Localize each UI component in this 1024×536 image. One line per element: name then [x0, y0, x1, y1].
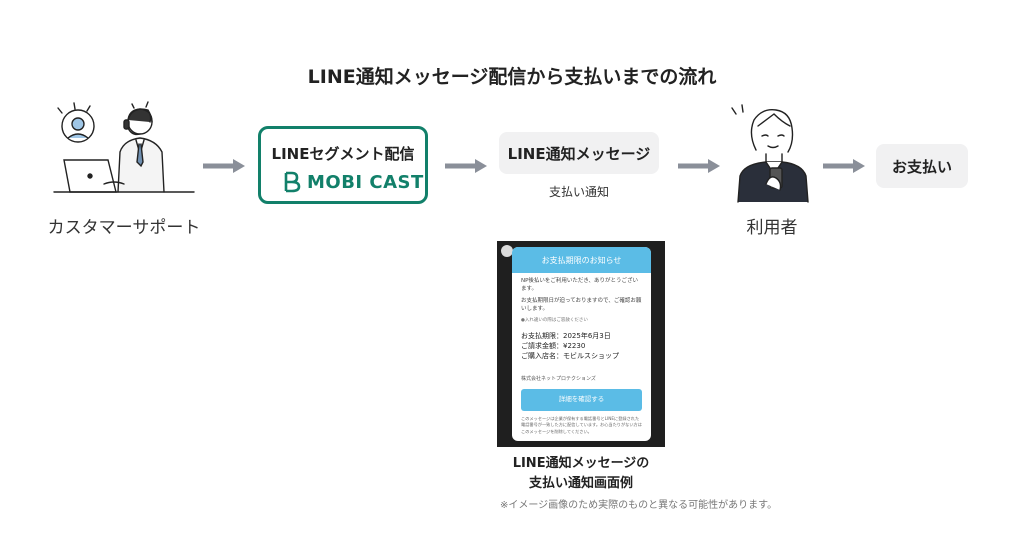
payment-box: お支払い	[876, 144, 968, 188]
card-text: NP後払いをご利用いただき、ありがとうございます。	[521, 278, 639, 292]
caption-line: LINE通知メッセージの	[512, 456, 650, 471]
details-button[interactable]: 詳細を確認する	[521, 389, 642, 412]
arrow-right-icon	[678, 159, 720, 173]
user-illustration	[731, 104, 809, 203]
footnote: ※イメージ画像のため実際のものと異なる可能性があります。	[500, 500, 778, 511]
mobicast-logo: MOBI CAST	[283, 171, 424, 193]
caption-line: 支払い通知画面例	[528, 475, 633, 491]
arrow-right-icon	[823, 159, 865, 173]
arrow-right-icon	[203, 159, 245, 173]
phone-caption: LINE通知メッセージの 支払い通知画面例	[478, 454, 684, 493]
segment-title: LINEセグメント配信	[271, 145, 415, 163]
due-date: お支払期限：2025年6月3日	[521, 332, 611, 341]
card-note: ●入れ違いの際はご容赦ください	[521, 317, 588, 323]
page-title: LINE通知メッセージ配信から支払いまでの流れ	[307, 66, 717, 88]
avatar	[501, 245, 513, 257]
card-footer: このメッセージは企業が保有する電話番号とLINEに登録された電話番号が一致した方…	[521, 416, 642, 434]
company-name: 株式会社ネットプロテクションズ	[521, 375, 596, 382]
customer-support-label: カスタマーサポート	[47, 218, 201, 238]
billing-amount: ご請求金額：¥2230	[521, 342, 586, 351]
user-label: 利用者	[746, 218, 798, 238]
phone-screenshot: お支払期限のお知らせ NP後払いをご利用いただき、ありがとうございます。 お支払…	[497, 241, 665, 447]
arrow-right-icon	[445, 159, 487, 173]
store-name: ご購入店名：モビルスショップ	[521, 351, 619, 360]
card-header: お支払期限のお知らせ	[512, 247, 651, 273]
line-segment-box: LINEセグメント配信 MOBI CAST	[258, 126, 428, 204]
mobicast-b-icon	[284, 171, 301, 193]
notification-card: お支払期限のお知らせ NP後払いをご利用いただき、ありがとうございます。 お支払…	[512, 247, 651, 441]
brand-text: MOBI CAST	[307, 171, 424, 193]
line-message-box: LINE通知メッセージ	[499, 132, 659, 174]
payment-notice-label: 支払い通知	[548, 185, 609, 199]
customer-support-illustration	[53, 101, 195, 193]
card-text: お支払期限日が迫っておりますので、ご確認お願いします。	[521, 297, 642, 312]
